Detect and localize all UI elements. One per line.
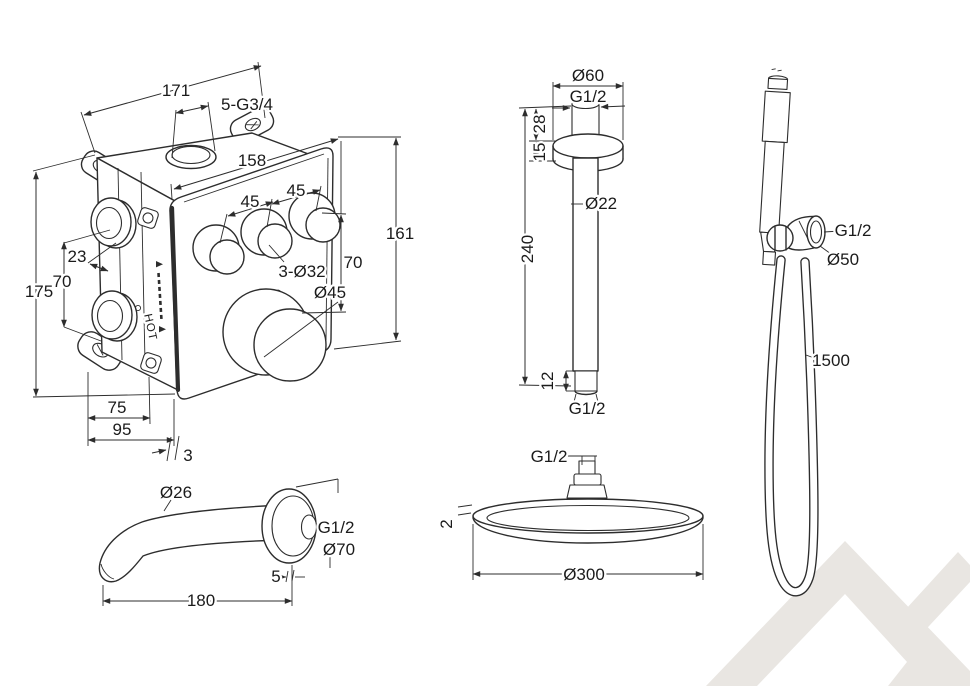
dim-top-width: 171 (162, 81, 190, 100)
head-connector (566, 460, 608, 499)
dim-arm-dia: Ø22 (585, 194, 617, 213)
dim-holder-escutcheon: Ø50 (827, 250, 859, 269)
mixer-valve-view: HOT 171 (23, 61, 416, 467)
plate-tab-top (137, 207, 159, 229)
dim-escutcheon-depth: 15 (530, 143, 549, 162)
valve-side-port-bottom (91, 290, 138, 342)
dim-top-thread: G1/2 (570, 87, 607, 106)
dim-knob-trio: 3-Ø32 (278, 262, 325, 281)
spout-thread-boss (300, 514, 318, 540)
spout-body (98, 504, 284, 583)
mixer-valve-dimensions: 171 5-G3/4 158 161 45 45 70 3-Ø32 Ø45 (23, 61, 416, 467)
valve-knob-2 (240, 208, 293, 259)
dim-plate-thickness: 3 (183, 446, 192, 465)
plate-side-edge (169, 205, 181, 393)
hand-shower-view: G1/2 Ø50 1500 (759, 68, 874, 597)
valve-side-port-top (90, 197, 137, 249)
nozzle-face (486, 504, 690, 532)
valve-knob-1 (192, 224, 245, 275)
spout-flange (261, 488, 318, 564)
dim-escutcheon-dia: Ø60 (572, 66, 604, 85)
dim-knob-row-gap: 70 (344, 253, 363, 272)
dim-spout-thread: G1/2 (318, 518, 355, 537)
ceiling-arm-dimensions: Ø60 G1/2 28 15 240 Ø22 12 G1/2 (516, 64, 626, 420)
dim-bottom-thread-length: 12 (538, 372, 557, 391)
dim-top-port-thread: 5-G3/4 (221, 95, 273, 114)
dim-hose-length: 1500 (812, 351, 850, 370)
head-disc (472, 498, 704, 544)
wall-spout-dimensions: Ø26 G1/2 Ø70 5 180 (102, 478, 357, 612)
dim-depth-to-bracket: 75 (108, 398, 127, 417)
dim-spout-reach: 180 (187, 591, 215, 610)
dim-port-pitch: 70 (53, 272, 72, 291)
dim-spout-dia: Ø26 (160, 483, 192, 502)
watermark-mountain-logo (706, 541, 970, 686)
dim-head-dia: Ø300 (563, 565, 605, 584)
dim-arm-length: 240 (518, 235, 537, 263)
dim-port-offset: 23 (68, 247, 87, 266)
hand-shower-wand (759, 68, 791, 266)
wall-spout-view: Ø26 G1/2 Ø70 5 180 (98, 478, 357, 612)
valve-top-port (165, 144, 217, 170)
dim-body-height: 175 (25, 282, 53, 301)
ceiling-arm-view: Ø60 G1/2 28 15 240 Ø22 12 G1/2 (516, 64, 626, 420)
dim-bottom-thread: G1/2 (569, 399, 606, 418)
dim-plate-width: 158 (238, 151, 266, 170)
dim-flange-dia: Ø70 (323, 540, 355, 559)
dim-plate-height: 161 (386, 224, 414, 243)
plate-tab-bottom (140, 352, 162, 374)
dim-main-knob: Ø45 (314, 283, 346, 302)
dim-outlet-thread: G1/2 (835, 221, 872, 240)
wall-outlet-holder (766, 215, 826, 252)
dim-depth-overall: 95 (113, 420, 132, 439)
dim-rim-thickness: 2 (437, 519, 456, 528)
head-shower-dimensions: G1/2 2 Ø300 (435, 445, 704, 586)
dim-flange-depth: 5 (271, 567, 280, 586)
arm-bottom-thread (574, 370, 598, 392)
dim-knob-pitch-right: 45 (287, 181, 306, 200)
hand-shower-dimensions: G1/2 Ø50 1500 (805, 219, 874, 372)
head-shower-view: G1/2 2 Ø300 (435, 445, 704, 586)
dim-knob-pitch-left: 45 (241, 192, 260, 211)
brand-marking (156, 261, 166, 333)
dim-head-thread: G1/2 (531, 447, 568, 466)
dim-thread-length: 28 (530, 115, 549, 134)
hot-indicator-dot (134, 304, 142, 312)
valve-main-knob (222, 288, 327, 382)
arm-tube (572, 157, 599, 372)
shower-hose (764, 255, 819, 597)
